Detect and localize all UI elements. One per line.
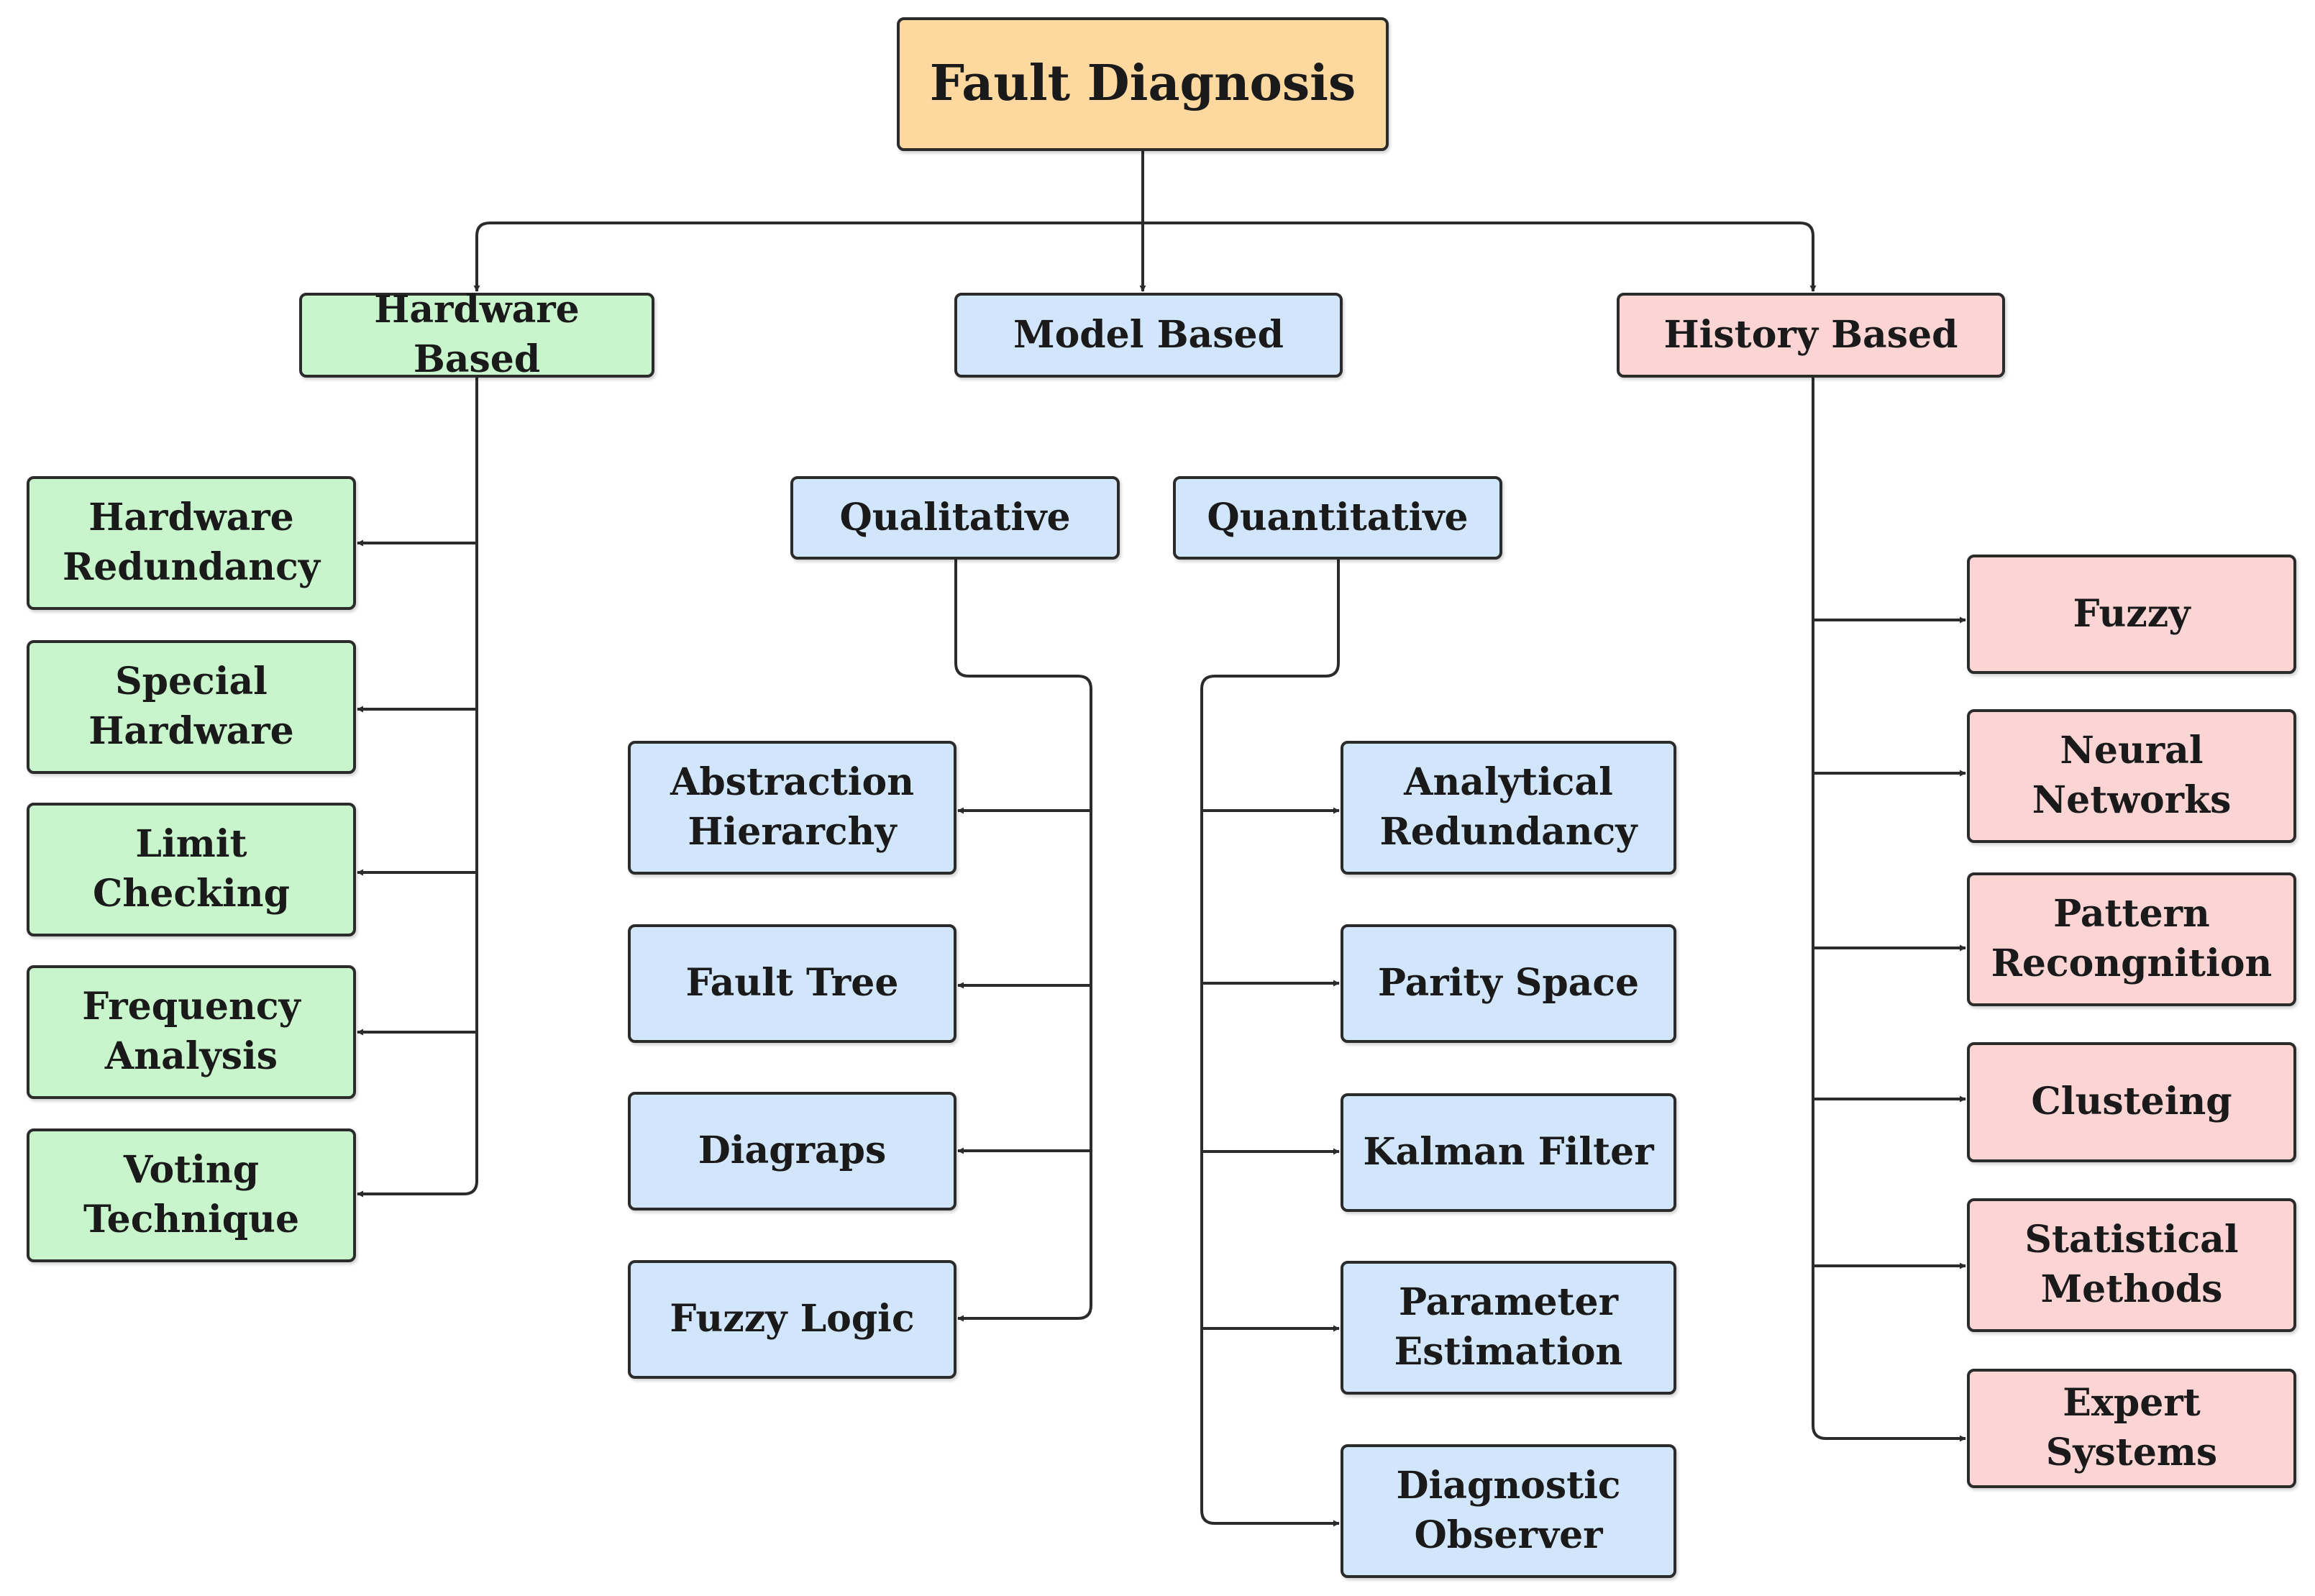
hardware-item: Frequency Analysis: [27, 965, 356, 1099]
top-bar-line: [475, 222, 1814, 237]
history-item: Expert Systems: [1967, 1369, 2296, 1488]
history-item-label: Statistical Methods: [2024, 1218, 2239, 1311]
model-based-node: Model Based: [954, 293, 1343, 378]
quantitative-node: Quantitative: [1173, 476, 1502, 560]
history-item: Pattern Recongnition: [1967, 872, 2296, 1006]
history-item-label: Pattern Recongnition: [1991, 892, 2273, 985]
history-item-label: Clusteing: [2031, 1080, 2232, 1124]
hardware-item-label: Voting Technique: [83, 1148, 300, 1241]
qualitative-item-label: Fuzzy Logic: [670, 1297, 915, 1341]
qualitative-node: Qualitative: [790, 476, 1120, 560]
hardware-based-node: Hardware Based: [299, 288, 654, 381]
history-based-label: History Based: [1663, 312, 1958, 357]
quantitative-spine: [1200, 560, 1340, 1525]
quantitative-label: Quantitative: [1207, 495, 1469, 539]
qualitative-item: Fault Tree: [628, 924, 956, 1043]
qualitative-spine: [954, 560, 1092, 1320]
hardware-item: Voting Technique: [27, 1128, 356, 1262]
quantitative-item-label: Parity Space: [1377, 961, 1640, 1006]
history-item-label: Fuzzy: [2073, 591, 2191, 636]
quantitative-item-label: Analytical Redundancy: [1379, 760, 1638, 854]
qualitative-item: Diagraps: [628, 1092, 956, 1210]
hardware-item-label: Hardware Redundancy: [62, 496, 320, 589]
quantitative-item: Parameter Estimation: [1341, 1261, 1676, 1395]
hardware-based-label: Hardware Based: [374, 288, 580, 381]
hardware-item-label: Frequency Analysis: [82, 985, 301, 1078]
quantitative-item-label: Parameter Estimation: [1394, 1280, 1623, 1374]
hardware-item-label: Limit Checking: [93, 822, 290, 916]
qualitative-item: Fuzzy Logic: [628, 1260, 956, 1379]
history-item-label: Expert Systems: [2045, 1381, 2218, 1474]
fault-diagnosis-node: Fault Diagnosis: [897, 17, 1389, 151]
hardware-item: Special Hardware: [27, 640, 356, 774]
hardware-item-label: Special Hardware: [88, 660, 294, 753]
hardware-item: Hardware Redundancy: [27, 476, 356, 610]
quantitative-item-label: Kalman Filter: [1363, 1130, 1654, 1175]
fault-diagnosis-label: Fault Diagnosis: [929, 55, 1356, 113]
model-based-label: Model Based: [1013, 312, 1284, 357]
qualitative-item-label: Diagraps: [698, 1128, 887, 1173]
quantitative-item: Parity Space: [1341, 924, 1676, 1043]
hardware-item: Limit Checking: [27, 803, 356, 936]
qualitative-item: Abstraction Hierarchy: [628, 741, 956, 875]
quantitative-item: Diagnostic Observer: [1341, 1444, 1676, 1578]
history-item: Fuzzy: [1967, 555, 2296, 674]
quantitative-item: Analytical Redundancy: [1341, 741, 1676, 875]
quantitative-item: Kalman Filter: [1341, 1093, 1676, 1212]
history-item: Neural Networks: [1967, 709, 2296, 843]
history-based-node: History Based: [1617, 293, 2005, 378]
history-item: Clusteing: [1967, 1042, 2296, 1162]
quantitative-item-label: Diagnostic Observer: [1396, 1464, 1621, 1557]
history-item: Statistical Methods: [1967, 1198, 2296, 1332]
qualitative-label: Qualitative: [839, 495, 1071, 539]
history-spine: [1812, 378, 1841, 1440]
history-item-label: Neural Networks: [2032, 729, 2232, 822]
hardware-spine: [432, 378, 478, 1195]
qualitative-item-label: Abstraction Hierarchy: [670, 760, 914, 854]
qualitative-item-label: Fault Tree: [685, 961, 899, 1006]
